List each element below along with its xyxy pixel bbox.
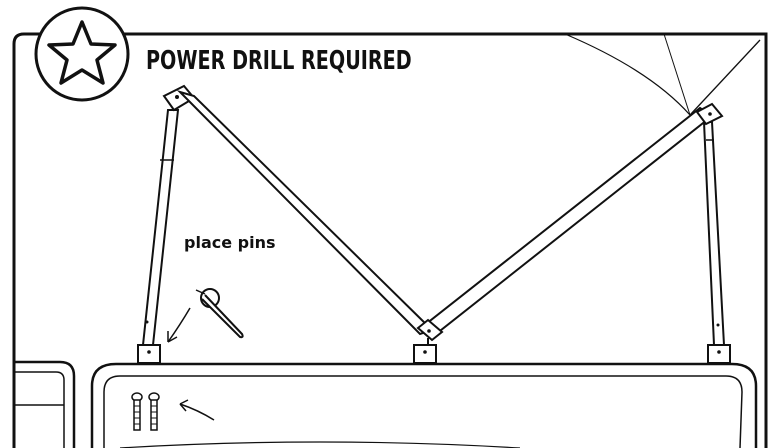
right-diagonal-arm — [424, 106, 714, 336]
left-diagonal-arm — [176, 89, 434, 336]
pin-icon — [195, 288, 244, 339]
right-foot — [707, 344, 731, 364]
pins-instruction: place pins — [184, 233, 276, 252]
left-leg — [141, 109, 180, 346]
arc-line-2 — [689, 39, 761, 116]
star-icon — [34, 6, 130, 102]
page-title: POWER DRILL REQUIRED — [146, 46, 412, 76]
arrow-to-screws — [179, 399, 215, 421]
right-top-bracket — [695, 102, 724, 126]
outer-frame — [12, 32, 768, 448]
screw-icon — [131, 392, 143, 431]
swing-arc — [564, 33, 691, 116]
left-foot — [137, 344, 161, 364]
center-bracket — [416, 318, 444, 345]
bottom-tray — [90, 362, 758, 448]
screw-icon — [148, 392, 160, 431]
arc-line-1 — [663, 33, 691, 116]
arrow-to-pin-location — [167, 307, 191, 343]
left-drawer — [14, 360, 76, 448]
center-foot — [413, 344, 437, 364]
right-leg — [702, 121, 726, 346]
